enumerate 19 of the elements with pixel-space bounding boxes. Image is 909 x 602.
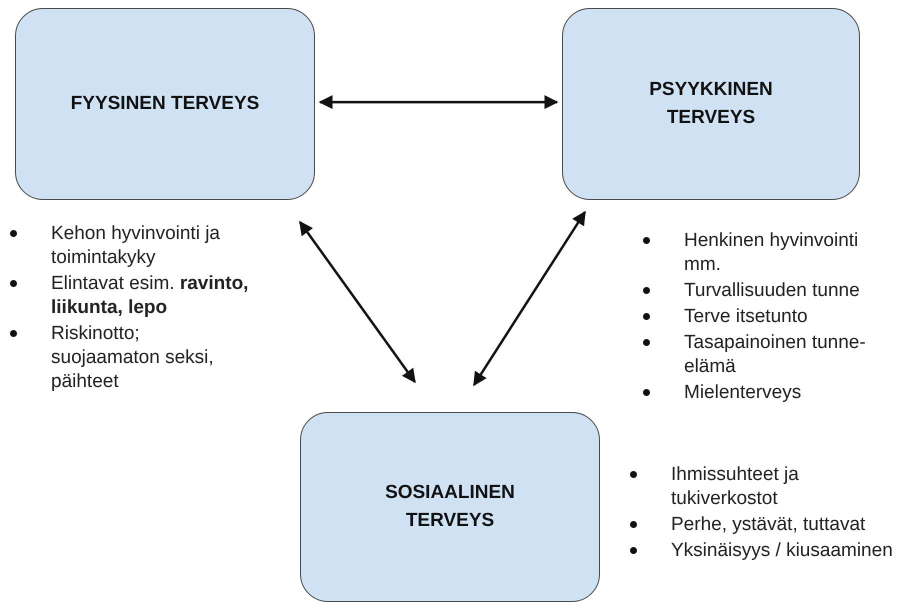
- box-title: SOSIAALINEN TERVEYS: [384, 481, 516, 533]
- list-item: Henkinen hyvinvointi mm.: [684, 229, 860, 277]
- list-item: Perhe, ystävät, tuttavat: [671, 513, 866, 537]
- list-item: Elintavat esim. ravinto, liikunta, lepo: [51, 272, 250, 320]
- rounded-box: [300, 412, 600, 602]
- double-arrow: [298, 220, 416, 384]
- list-item: Mielenterveys: [684, 381, 802, 405]
- box-title: PSYYKKINEN TERVEYS: [648, 78, 774, 130]
- list-item: Yksinäisyys / kiusaaminen: [671, 539, 893, 563]
- list-item: Turvallisuuden tunne: [684, 279, 860, 303]
- list-item: Terve itsetunto: [684, 305, 808, 329]
- list-item: Riskinotto; suojaamaton seksi, päihteet: [51, 322, 215, 394]
- rounded-box: [562, 8, 860, 200]
- rounded-box: [15, 8, 315, 200]
- double-arrow: [472, 210, 586, 386]
- list-item: Ihmissuhteet ja tukiverkostot: [671, 463, 800, 511]
- box-title: FYYSINEN TERVEYS: [70, 92, 260, 116]
- double-arrow: [318, 95, 558, 110]
- list-item: Tasapainoinen tunne-elämä: [684, 331, 867, 379]
